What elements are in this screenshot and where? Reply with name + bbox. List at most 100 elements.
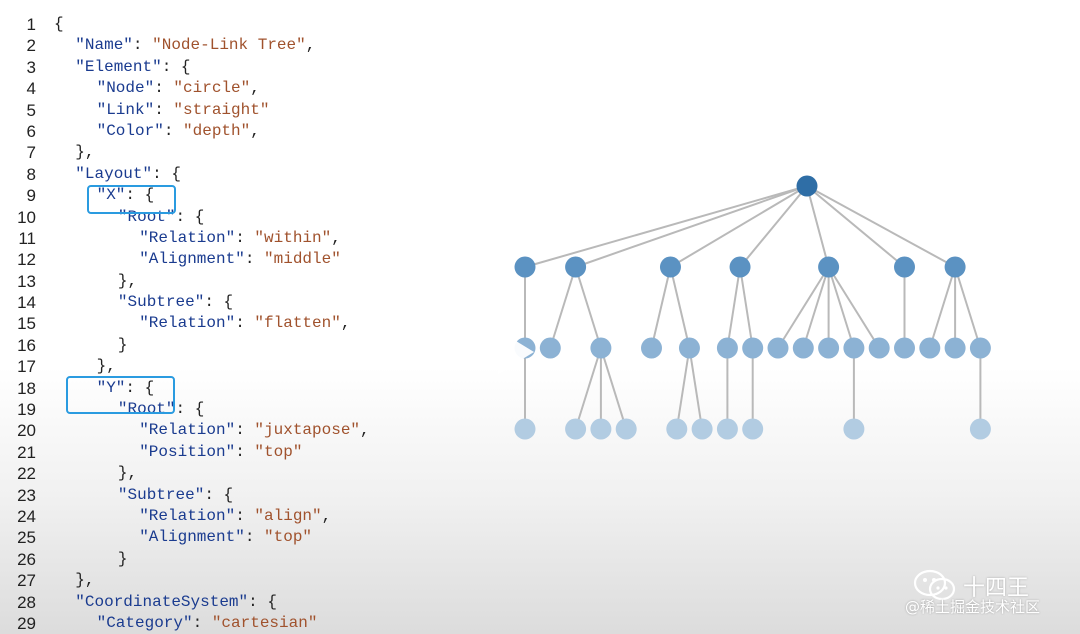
tree-link — [669, 185, 808, 268]
json-punct: : { — [161, 57, 191, 76]
code-text: } — [118, 335, 128, 356]
line-number: 28 — [17, 592, 36, 612]
code-line: 16} — [0, 335, 480, 356]
tree-node — [590, 337, 612, 359]
tree-link — [739, 266, 754, 349]
tree-node — [539, 337, 561, 359]
tree-node — [565, 418, 587, 440]
json-punct: : { — [125, 378, 155, 397]
json-key: "Position" — [139, 442, 236, 461]
line-number: 6 — [26, 121, 36, 141]
line-number: 19 — [17, 400, 36, 420]
tree-link — [675, 347, 691, 430]
tree-node — [565, 256, 587, 278]
code-line: 24"Relation": "align", — [0, 506, 480, 527]
json-string: "within" — [254, 228, 332, 247]
tree-node — [792, 337, 814, 359]
json-punct: }, — [75, 143, 95, 162]
json-punct: : — [154, 100, 174, 119]
watermark-name: 十四王 — [963, 576, 1030, 601]
tree-node — [894, 256, 915, 278]
json-string: "middle" — [264, 250, 341, 269]
json-key: "Y" — [96, 378, 126, 397]
json-key: "Node" — [96, 79, 155, 98]
json-punct: , — [305, 36, 316, 55]
tree-link — [806, 185, 830, 268]
code-text: "Relation": "within", — [139, 228, 341, 249]
json-punct: : — [235, 506, 255, 525]
line-number: 17 — [17, 357, 36, 377]
tree-node — [590, 418, 612, 440]
code-line: 6"Color": "depth", — [0, 121, 480, 142]
code-text: } — [118, 549, 128, 570]
tree-link — [954, 266, 982, 349]
line-number: 24 — [17, 506, 36, 526]
code-text: "Position": "top" — [139, 442, 302, 463]
code-line: 3"Element": { — [0, 57, 480, 78]
code-text: }, — [97, 356, 116, 377]
json-punct: : — [235, 421, 255, 440]
tree-link — [688, 347, 704, 430]
tree-node — [843, 337, 865, 359]
json-string: "align" — [254, 506, 322, 525]
highlight-box-x — [87, 185, 176, 214]
line-number: 26 — [17, 549, 36, 569]
tree-node — [944, 337, 966, 359]
json-punct: : — [132, 36, 153, 55]
json-punct: }, — [117, 271, 138, 290]
node-link-tree — [514, 175, 991, 440]
code-line: 25"Alignment": "top" — [0, 527, 480, 548]
code-line: 13}, — [0, 271, 480, 292]
code-text: "Element": { — [75, 57, 190, 78]
tree-node — [818, 337, 840, 359]
code-text: "Y": { — [97, 378, 155, 399]
tree-node — [969, 418, 991, 440]
code-text: "Subtree": { — [118, 292, 233, 313]
tree-node — [514, 256, 536, 278]
code-text: "Relation": "flatten", — [139, 313, 350, 334]
code-editor: 1{2"Name": "Node-Link Tree",3"Element": … — [0, 14, 480, 634]
json-punct: : — [154, 79, 174, 98]
code-line: 26} — [0, 549, 480, 570]
json-key: "Layout" — [75, 164, 153, 183]
code-text: "X": { — [97, 185, 155, 206]
code-line: 12"Alignment": "middle" — [0, 249, 480, 270]
code-text: "Layout": { — [75, 164, 181, 185]
tree-node — [716, 418, 738, 440]
code-line: 27}, — [0, 570, 480, 591]
json-key: "Element" — [75, 57, 162, 76]
tree-link — [827, 266, 855, 349]
tree-node — [615, 418, 637, 440]
json-punct: : — [244, 528, 265, 547]
code-line: 4"Node": "circle", — [0, 78, 480, 99]
tree-node — [678, 337, 700, 359]
watermark-sub: @稀土掘金技术社区 — [905, 598, 1041, 616]
code-text: }, — [75, 142, 94, 163]
code-line: 7}, — [0, 142, 480, 163]
tree-node — [716, 337, 738, 359]
code-text: "Alignment": "middle" — [139, 249, 341, 270]
json-punct: : { — [204, 485, 234, 504]
json-punct: , — [250, 79, 260, 98]
json-punct: : — [192, 613, 212, 632]
code-line: 1{ — [0, 14, 480, 35]
json-punct: , — [250, 121, 260, 140]
line-number: 9 — [26, 186, 36, 206]
json-punct: : — [163, 121, 184, 140]
play-icon[interactable] — [496, 328, 536, 376]
json-punct: : { — [125, 186, 155, 205]
code-line: 8"Layout": { — [0, 164, 480, 185]
code-line: 22}, — [0, 463, 480, 484]
code-line: 18 "Y": { — [0, 378, 480, 399]
line-number: 18 — [17, 378, 36, 398]
code-line: 11"Relation": "within", — [0, 228, 480, 249]
tree-node — [969, 337, 991, 359]
json-key: "Category" — [96, 613, 193, 632]
json-key: "Alignment" — [139, 250, 245, 269]
tree-node — [818, 256, 840, 278]
line-number: 2 — [26, 36, 36, 56]
json-string: "circle" — [173, 79, 251, 98]
wechat-icon — [913, 569, 956, 601]
tree-link — [827, 266, 881, 349]
code-text: "CoordinateSystem": { — [75, 592, 277, 613]
